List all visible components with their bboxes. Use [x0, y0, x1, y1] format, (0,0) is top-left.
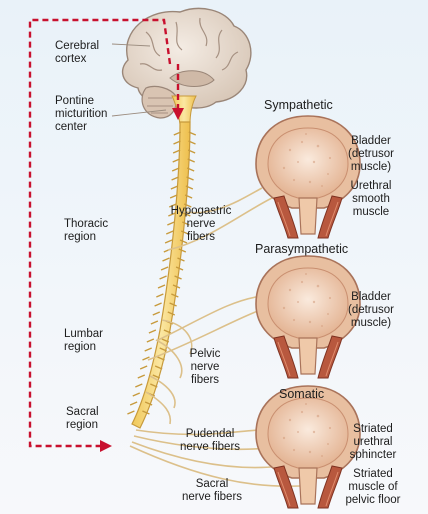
label-pelvic-fibers: Pelvic nerve fibers: [180, 348, 230, 387]
label-urethral-smooth-muscle: Urethral smooth muscle: [340, 180, 402, 219]
label-sympathetic-bladder: Bladder (detrusor muscle): [338, 135, 404, 174]
label-sacral-fibers: Sacral nerve fibers: [176, 478, 248, 504]
label-cerebral-cortex: Cerebral cortex: [55, 40, 99, 66]
label-pontine-center: Pontine micturition center: [55, 95, 107, 134]
panel-title-sympathetic: Sympathetic: [264, 99, 333, 112]
brain: [123, 8, 251, 124]
label-striated-urethral-sphincter: Striated urethral sphincter: [340, 423, 406, 462]
sacral-arrowhead: [100, 440, 112, 452]
panel-title-parasympathetic: Parasympathetic: [255, 243, 348, 256]
label-hypogastric-fibers: Hypogastric nerve fibers: [166, 205, 236, 244]
label-thoracic-region: Thoracic region: [64, 218, 108, 244]
label-parasympathetic-bladder: Bladder (detrusor muscle): [338, 291, 404, 330]
label-striated-muscle-pelvic-floor: Striated muscle of pelvic floor: [338, 468, 408, 507]
label-pudendal-fibers: Pudendal nerve fibers: [172, 428, 248, 454]
label-lumbar-region: Lumbar region: [64, 328, 103, 354]
label-sacral-region: Sacral region: [66, 406, 99, 432]
panel-title-somatic: Somatic: [279, 388, 324, 401]
